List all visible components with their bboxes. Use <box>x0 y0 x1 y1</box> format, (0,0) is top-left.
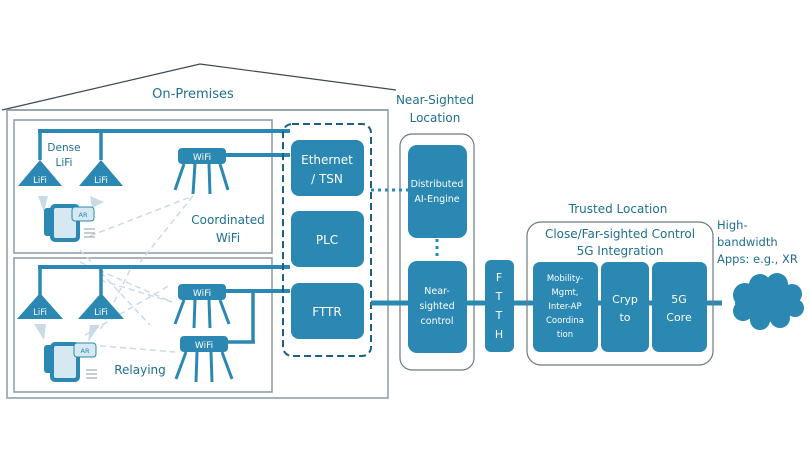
ethernet-tsn-box: Ethernet / TSN <box>291 140 364 196</box>
ar-device-lower: AR <box>44 342 97 382</box>
dense-lifi-label-line1: Dense <box>47 142 80 154</box>
light-beam-icon <box>88 325 100 342</box>
ar-badge: AR <box>79 211 88 219</box>
lifi-unit-upper-2: LiFi <box>79 160 123 186</box>
ftth-box: F T T H <box>485 260 514 352</box>
svg-text:WiFi: WiFi <box>193 289 211 299</box>
trusted-subtitle-line2: 5G Integration <box>577 244 664 258</box>
svg-text:WiFi: WiFi <box>193 153 211 163</box>
upper-floor <box>13 119 273 254</box>
relaying-label: Relaying <box>114 363 166 377</box>
svg-text:tion: tion <box>557 330 573 340</box>
svg-text:LiFi: LiFi <box>33 308 47 318</box>
wifi-ap-lower-2: WiFi <box>174 336 234 383</box>
light-beam-icon <box>90 196 104 208</box>
5g-core-box: 5G Core <box>652 262 707 352</box>
light-beam-icon <box>34 324 46 340</box>
wifi-ap-upper-1: WiFi <box>173 148 230 195</box>
crypto-box: Cryp to <box>601 262 649 352</box>
svg-text:Mgmt,: Mgmt, <box>551 288 578 298</box>
svg-text:Distributed: Distributed <box>411 179 464 190</box>
svg-text:Near-: Near- <box>424 286 450 297</box>
lifi-unit-lower-2: LiFi <box>78 293 124 319</box>
coordinated-wifi-label-line2: WiFi <box>216 231 240 245</box>
ar-badge: AR <box>81 347 90 355</box>
near-sighted-title-line2: Location <box>410 111 461 125</box>
svg-text:sighted: sighted <box>419 301 454 312</box>
cloud-icon <box>733 273 804 330</box>
near-sighted-group <box>399 133 475 371</box>
fttr-box: FTTR <box>291 283 364 339</box>
lifi-unit-upper-1: LiFi <box>18 160 62 186</box>
apps-label-line1: High- <box>717 218 748 232</box>
svg-text:PLC: PLC <box>316 233 338 247</box>
apps-label-line2: bandwidth <box>717 235 778 249</box>
plc-box: PLC <box>291 211 364 267</box>
svg-text:H: H <box>495 328 503 341</box>
wifi-ap-lower-1: WiFi <box>173 284 231 329</box>
trusted-subtitle-line1: Close/Far-sighted Control <box>545 227 695 241</box>
svg-text:Core: Core <box>666 311 692 324</box>
house-outline <box>1 63 397 399</box>
svg-text:LiFi: LiFi <box>33 176 47 186</box>
near-sighted-control-box: Near- sighted control <box>408 261 467 353</box>
svg-text:Inter-AP: Inter-AP <box>548 302 581 312</box>
dense-lifi-label-line2: LiFi <box>56 157 73 169</box>
coordinated-wifi-label-line1: Coordinated <box>191 213 264 227</box>
svg-text:T: T <box>495 309 503 322</box>
near-sighted-title-line1: Near-Sighted <box>396 93 474 107</box>
svg-text:LiFi: LiFi <box>94 308 108 318</box>
mobility-mgmt-box: Mobility- Mgmt, Inter-AP Coordina tion <box>533 262 598 352</box>
svg-text:Cryp: Cryp <box>612 293 638 306</box>
svg-text:FTTR: FTTR <box>312 305 341 319</box>
ar-device-upper: AR <box>44 204 95 242</box>
access-tech-group <box>282 123 372 357</box>
svg-text:LiFi: LiFi <box>94 176 108 186</box>
svg-text:AI-Engine: AI-Engine <box>414 194 459 205</box>
svg-text:WiFi: WiFi <box>195 341 213 351</box>
light-beam-icon <box>38 196 48 212</box>
svg-text:to: to <box>619 311 630 324</box>
wireless-links <box>79 195 194 353</box>
svg-text:/ TSN: / TSN <box>311 172 343 186</box>
svg-text:T: T <box>495 290 503 303</box>
on-premises-title: On-Premises <box>152 87 234 102</box>
trusted-location-title: Trusted Location <box>568 202 668 216</box>
svg-text:Coordina: Coordina <box>546 316 584 326</box>
trusted-location-group <box>526 221 714 366</box>
svg-text:Ethernet: Ethernet <box>301 153 353 167</box>
distributed-ai-engine-box: Distributed AI-Engine <box>408 145 467 238</box>
svg-text:Mobility-: Mobility- <box>547 274 583 284</box>
svg-text:5G: 5G <box>671 293 687 306</box>
lower-floor <box>13 257 273 393</box>
apps-label-line3: Apps: e.g., XR <box>717 252 798 266</box>
svg-text:control: control <box>421 316 454 327</box>
lifi-unit-lower-1: LiFi <box>17 293 63 319</box>
svg-text:F: F <box>496 271 502 284</box>
